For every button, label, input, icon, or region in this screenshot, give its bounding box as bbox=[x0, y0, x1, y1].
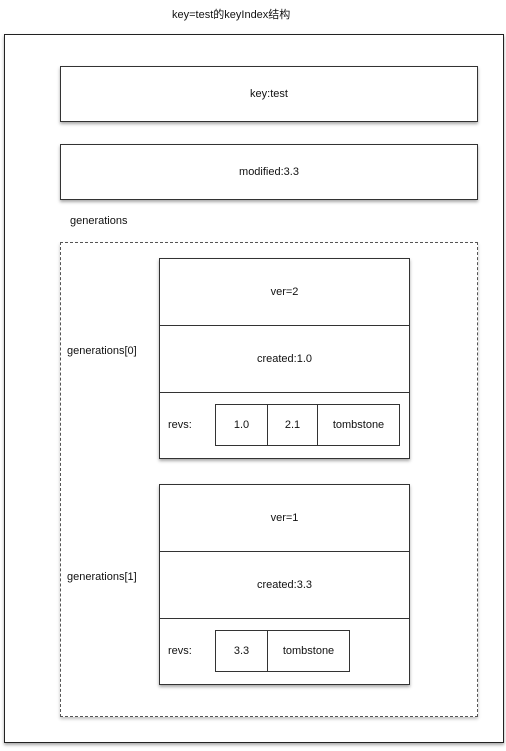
generation-0-box: ver=2 created:1.0 revs: 1.0 2.1 tombston… bbox=[159, 258, 410, 459]
rev-cell: tombstone bbox=[317, 405, 399, 445]
generation-1-label: generations[1] bbox=[67, 571, 137, 583]
rev-cell: 3.3 bbox=[233, 645, 250, 657]
generation-0-ver: ver=2 bbox=[160, 259, 409, 326]
generation-1-revs: 3.3 tombstone bbox=[215, 630, 350, 672]
generation-0-revs: 1.0 2.1 tombstone bbox=[215, 404, 400, 446]
generation-0-created: created:1.0 bbox=[160, 326, 409, 393]
rev-cell: 1.0 bbox=[233, 419, 250, 431]
generation-1-revs-label: revs: bbox=[168, 645, 192, 657]
generation-0-revs-label: revs: bbox=[168, 419, 192, 431]
rev-cell: 2.1 bbox=[267, 405, 317, 445]
generation-0-label: generations[0] bbox=[67, 345, 137, 357]
modified-box: modified:3.3 bbox=[60, 144, 478, 200]
generations-label: generations bbox=[70, 215, 128, 227]
rev-cell: tombstone bbox=[267, 631, 349, 671]
key-box: key:test bbox=[60, 66, 478, 122]
generation-1-created: created:3.3 bbox=[160, 552, 409, 619]
diagram-title: key=test的keyIndex结构 bbox=[172, 9, 291, 21]
generations-container bbox=[60, 242, 478, 717]
generation-1-ver: ver=1 bbox=[160, 485, 409, 552]
generation-1-box: ver=1 created:3.3 revs: 3.3 tombstone bbox=[159, 484, 410, 685]
